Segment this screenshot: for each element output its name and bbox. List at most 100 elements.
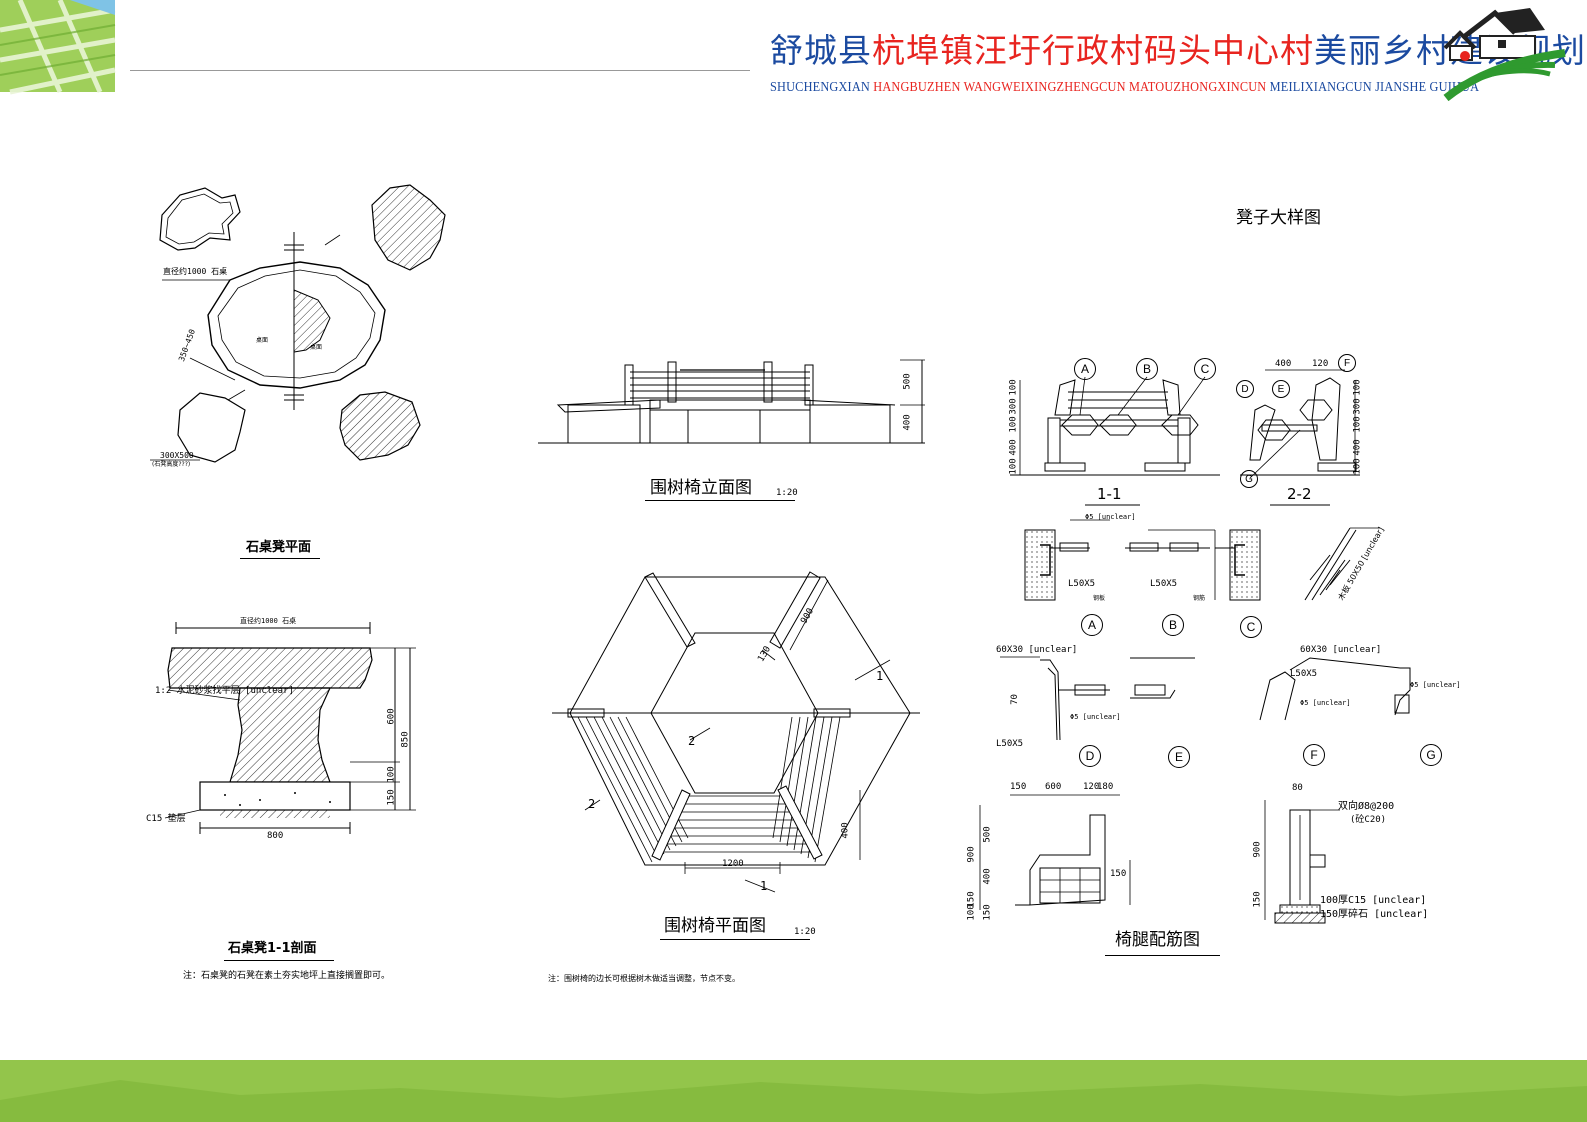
plan-dim-diameter: 直径约1000 石桌 bbox=[163, 267, 228, 276]
tree-bench-elevation-scale: 1:20 bbox=[776, 488, 798, 498]
page-title: 舒城县杭埠镇汪圩行政村码头中心村美丽乡村建设规划 bbox=[770, 24, 1586, 72]
house-logo-icon bbox=[1443, 8, 1566, 102]
tree-bench-plan-note: 注：围树椅的边长可根据树木做适当调整，节点不变。 bbox=[548, 974, 740, 983]
label-phi5-a: Φ5 [unclear] bbox=[1085, 513, 1136, 521]
detail-g-circle: G bbox=[1420, 744, 1442, 766]
tree-bench-elevation-title: 围树椅立面图 bbox=[650, 478, 752, 498]
rebar-label-rebar: 双向Ø8@200 bbox=[1338, 801, 1395, 812]
title-underline bbox=[240, 558, 320, 559]
stone-table-section-title: 石桌凳1-1剖面 bbox=[228, 941, 317, 956]
page-title-en: SHUCHENGXIAN HANGBUZHEN WANGWEIXINGZHENG… bbox=[770, 80, 1479, 96]
plan-label-left: 桌面 bbox=[256, 337, 269, 344]
stool-stone-4 bbox=[339, 391, 421, 461]
sec-22-label: 2-2 bbox=[1287, 485, 1312, 503]
detail-e-circle: E bbox=[1168, 746, 1190, 768]
detail-circle-a: A bbox=[1074, 358, 1096, 380]
detail-circle-c: C bbox=[1194, 358, 1216, 380]
rebar-dim-top-2: 600 bbox=[1045, 782, 1062, 792]
label-l50-a: L50X5 bbox=[1068, 579, 1096, 589]
tree-bench-plan-scale: 1:20 bbox=[794, 927, 816, 937]
title-underline bbox=[645, 500, 795, 501]
rebar-dim-top-4: 180 bbox=[1097, 782, 1114, 792]
d22-dim-top-1: 400 bbox=[1275, 359, 1292, 369]
rebar-dim-150b: 150 bbox=[1110, 869, 1127, 879]
title-part-county: 舒城县 bbox=[770, 31, 872, 70]
label-60x30-d: 60X30 [unclear] bbox=[996, 645, 1078, 655]
plan-label-right: 桌面 bbox=[310, 344, 323, 351]
section-dim-800: 800 bbox=[267, 831, 284, 841]
detail-a-circle: A bbox=[1081, 614, 1103, 636]
label-phi5-f: Φ5 [unclear] bbox=[1300, 699, 1351, 707]
table-footing bbox=[199, 781, 351, 811]
table-top bbox=[207, 261, 386, 389]
title-en-part2: HANGBUZHEN WANGWEIXINGZHENGCUN MATOUZHON… bbox=[873, 80, 1267, 95]
detail-circle-e: E bbox=[1272, 380, 1290, 398]
bench-detail-title: 凳子大样图 bbox=[1236, 208, 1321, 228]
plan-sec-1b: 1 bbox=[760, 879, 768, 893]
stool-stone-1 bbox=[159, 187, 241, 251]
title-part-village: 杭埠镇汪圩行政村码头中心村 bbox=[872, 31, 1314, 70]
header-corner-logo bbox=[0, 0, 116, 95]
detail-circle-b: B bbox=[1136, 358, 1158, 380]
tree-bench-plan-title: 围树椅平面图 bbox=[664, 916, 766, 936]
label-steel-2: 钢筋 bbox=[1193, 595, 1206, 602]
plan-sec-2b: 2 bbox=[588, 797, 596, 811]
plan-sec-2a: 2 bbox=[688, 734, 696, 748]
sec-11-label: 1-1 bbox=[1097, 485, 1122, 503]
label-phi5-g: Φ5 [unclear] bbox=[1410, 681, 1461, 689]
section-dim-top: 直径约1000 石桌 bbox=[240, 617, 297, 625]
plan-sec-1a: 1 bbox=[876, 669, 884, 683]
section-dim-mortar: 1:2 水泥砂浆找平层 [unclear] bbox=[155, 686, 294, 696]
detail-c-circle: C bbox=[1240, 616, 1262, 638]
plan-dim-1200: 1200 bbox=[722, 859, 744, 869]
leg-rebar-title: 椅腿配筋图 bbox=[1115, 930, 1200, 950]
title-underline bbox=[1105, 955, 1220, 956]
label-steel: 钢板 bbox=[1093, 595, 1106, 602]
detail-b-circle: B bbox=[1162, 614, 1184, 636]
section-label-c15: C15 垫层 bbox=[146, 814, 186, 824]
plan-dim-seat-size: 300X500 bbox=[160, 451, 194, 460]
label-l50-f: L50X5 bbox=[1290, 669, 1318, 679]
rebar-dim-80: 80 bbox=[1292, 783, 1303, 793]
rebar-dim-left-5: 100 bbox=[966, 904, 977, 921]
rebar-label-c20: (砼C20) bbox=[1350, 815, 1387, 825]
label-l50-d: L50X5 bbox=[996, 739, 1024, 749]
rebar-dim-900: 900 bbox=[1252, 841, 1263, 858]
label-60x30-f: 60X30 [unclear] bbox=[1300, 645, 1382, 655]
title-underline bbox=[224, 960, 334, 961]
rebar-dim-left-6: 150 bbox=[982, 904, 993, 921]
title-en-part1: SHUCHENGXIAN bbox=[770, 80, 874, 95]
plan-dim-seat-note: (石凳高度???) bbox=[152, 461, 191, 468]
rebar-label-gravel: 150厚碎石 [unclear] bbox=[1320, 909, 1429, 920]
rebar-dim-left-3: 900 bbox=[966, 846, 977, 863]
rebar-dim-150c: 150 bbox=[1252, 891, 1263, 908]
detail-d-circle: D bbox=[1079, 745, 1101, 767]
title-en-part3: MEILIXIANGCUN JIANSHE GUIHUA bbox=[1266, 80, 1480, 95]
rebar-label-c15: 100厚C15 [unclear] bbox=[1320, 895, 1427, 906]
d22-dim-top-2: 120 bbox=[1312, 359, 1329, 369]
detail-f-circle: F bbox=[1303, 744, 1325, 766]
footer-band bbox=[0, 1060, 1587, 1122]
detail-circle-d: D bbox=[1236, 380, 1254, 398]
rebar-dim-left-1: 500 bbox=[982, 826, 993, 843]
stool-stone-2 bbox=[371, 184, 446, 271]
stool-stone-3 bbox=[177, 392, 246, 463]
title-underline bbox=[660, 939, 810, 940]
rebar-dim-top-1: 150 bbox=[1010, 782, 1027, 792]
section-note: 注：石桌凳的石凳在素土夯实地坪上直接搁置即可。 bbox=[183, 971, 391, 981]
table-slab bbox=[167, 647, 373, 689]
stone-table-plan-title: 石桌凳平面 bbox=[246, 540, 312, 555]
header-rule bbox=[130, 70, 750, 71]
rebar-dim-top-3: 120 bbox=[1083, 782, 1100, 792]
label-phi5-d: Φ5 [unclear] bbox=[1070, 713, 1121, 721]
detail-circle-g: G bbox=[1240, 470, 1258, 488]
label-l50-b: L50X5 bbox=[1150, 579, 1178, 589]
detail-circle-f: F bbox=[1338, 354, 1356, 372]
